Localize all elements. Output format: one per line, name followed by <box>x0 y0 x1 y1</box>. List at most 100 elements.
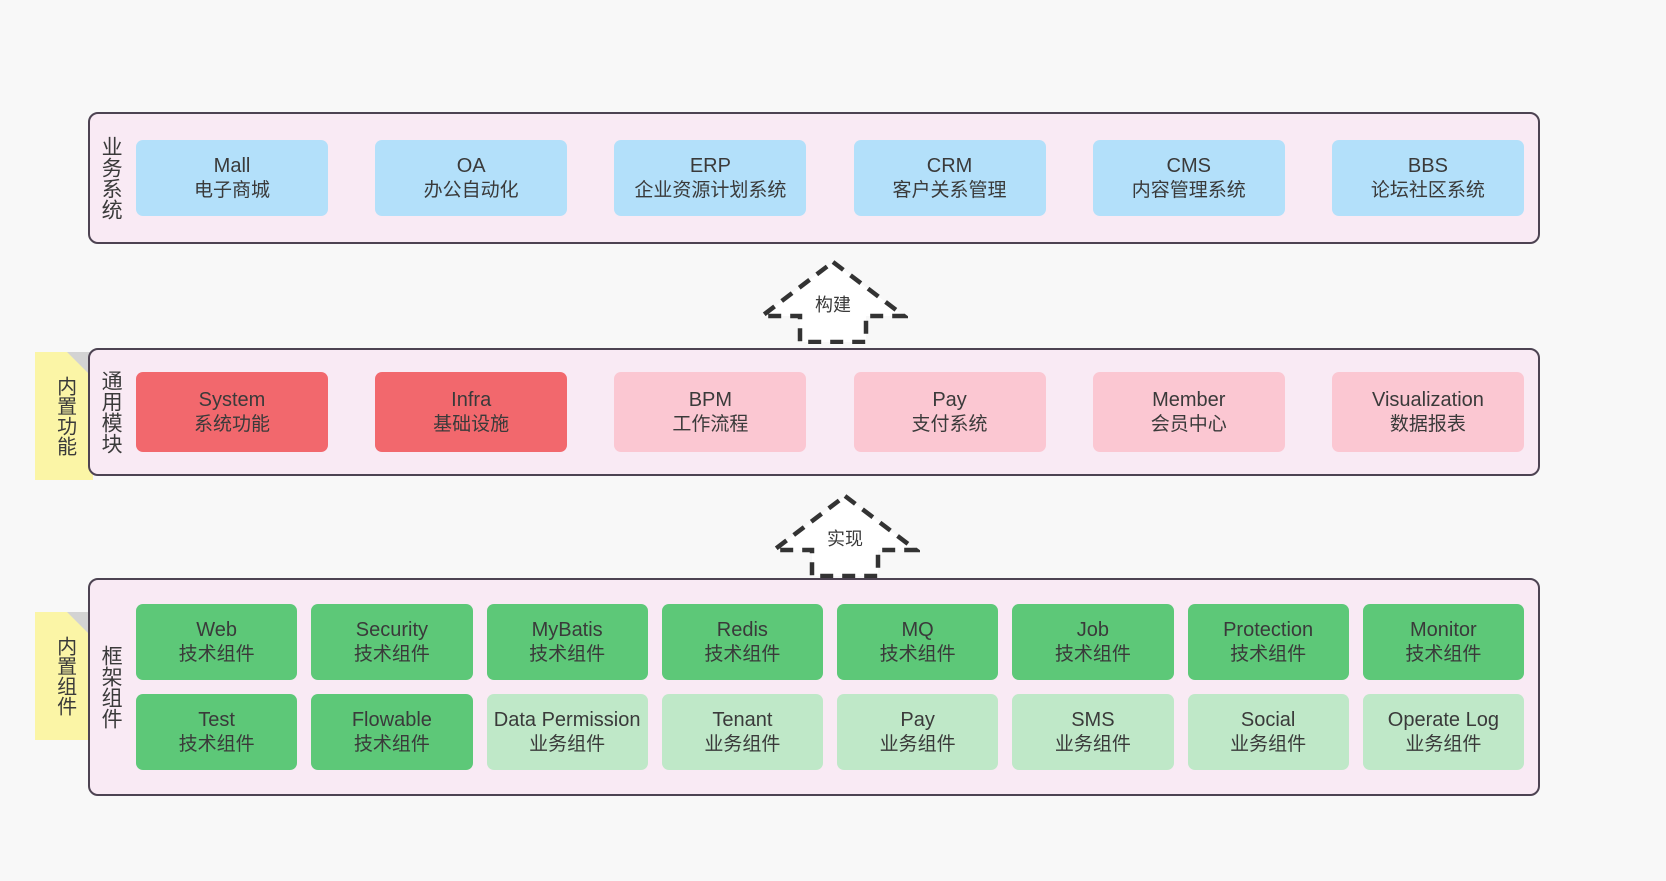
card-mybatis[interactable]: MyBatis 技术组件 <box>486 604 648 680</box>
arrow-build-icon <box>755 259 911 345</box>
card-system-name: System <box>198 389 266 412</box>
card-monitor-name: Monitor <box>1410 619 1477 642</box>
card-redis-name: Redis <box>716 619 768 642</box>
layer-business-title: 业务系统 <box>99 136 123 220</box>
card-system-desc: 系统功能 <box>193 413 270 435</box>
card-protection-name: Protection <box>1223 619 1314 642</box>
card-visualization-desc: 数据报表 <box>1389 413 1466 435</box>
layer-framework-cards: Web 技术组件 Security 技术组件 MyBatis 技术组件 Redi… <box>130 580 1538 794</box>
card-tenant-name: Tenant <box>712 709 773 732</box>
note-builtin-features: 内置功能 <box>35 352 93 480</box>
card-job-name: Job <box>1076 619 1109 642</box>
card-mybatis-desc: 技术组件 <box>529 643 606 665</box>
card-data-permission[interactable]: Data Permission 业务组件 <box>486 694 648 770</box>
arrow-implement-icon <box>767 493 923 579</box>
card-bpm-name: BPM <box>688 389 733 412</box>
card-mall[interactable]: Mall 电子商城 <box>136 140 328 216</box>
card-erp-name: ERP <box>689 155 731 178</box>
note-builtin-features-label: 内置功能 <box>53 376 76 456</box>
layer-framework-title: 框架组件 <box>99 645 123 729</box>
note-builtin-components: 内置组件 <box>35 612 93 740</box>
card-oa-desc: 办公自动化 <box>423 179 519 201</box>
card-flowable-name: Flowable <box>351 709 432 732</box>
card-security-desc: 技术组件 <box>353 643 430 665</box>
card-web[interactable]: Web 技术组件 <box>136 604 298 680</box>
card-data-permission-name: Data Permission <box>493 709 641 732</box>
card-security[interactable]: Security 技术组件 <box>311 604 473 680</box>
card-pay-component-desc: 业务组件 <box>879 733 956 755</box>
card-pay-module[interactable]: Pay 支付系统 <box>853 372 1046 452</box>
note-builtin-components-label: 内置组件 <box>53 636 76 716</box>
layer-framework-components: 框架组件 Web 技术组件 Security 技术组件 MyBatis 技术组件… <box>88 578 1540 796</box>
card-infra-name: Infra <box>451 389 492 412</box>
card-bbs[interactable]: BBS 论坛社区系统 <box>1331 140 1524 216</box>
card-pay-module-name: Pay <box>932 389 967 412</box>
card-pay-component[interactable]: Pay 业务组件 <box>837 694 999 770</box>
card-sms-name: SMS <box>1071 709 1115 732</box>
card-infra-desc: 基础设施 <box>433 413 510 435</box>
card-member[interactable]: Member 会员中心 <box>1092 372 1285 452</box>
card-visualization-name: Visualization <box>1371 389 1484 412</box>
card-bbs-desc: 论坛社区系统 <box>1370 179 1485 201</box>
card-mall-desc: 电子商城 <box>193 179 270 201</box>
card-social-name: Social <box>1240 709 1296 732</box>
layer-common-modules: 通用模块 System 系统功能 Infra 基础设施 BPM 工作流程 Pay… <box>88 348 1540 476</box>
card-mq-desc: 技术组件 <box>879 643 956 665</box>
card-cms-name: CMS <box>1166 155 1211 178</box>
card-cms[interactable]: CMS 内容管理系统 <box>1092 140 1285 216</box>
arrow-build-label: 构建 <box>815 295 851 315</box>
card-bpm-desc: 工作流程 <box>672 413 749 435</box>
card-visualization[interactable]: Visualization 数据报表 <box>1331 372 1524 452</box>
framework-grid: Web 技术组件 Security 技术组件 MyBatis 技术组件 Redi… <box>136 580 1524 794</box>
card-cms-desc: 内容管理系统 <box>1131 179 1246 201</box>
card-pay-component-name: Pay <box>900 709 935 732</box>
card-operate-log-name: Operate Log <box>1387 709 1499 732</box>
layer-business-cards: Mall 电子商城 OA 办公自动化 ERP 企业资源计划系统 CRM 客户关系… <box>130 114 1538 242</box>
card-mall-name: Mall <box>213 155 251 178</box>
card-crm-desc: 客户关系管理 <box>892 179 1007 201</box>
card-social[interactable]: Social 业务组件 <box>1187 694 1349 770</box>
card-test-name: Test <box>198 709 235 732</box>
card-job-desc: 技术组件 <box>1054 643 1131 665</box>
card-data-permission-desc: 业务组件 <box>529 733 606 755</box>
card-social-desc: 业务组件 <box>1230 733 1307 755</box>
card-operate-log-desc: 业务组件 <box>1405 733 1482 755</box>
card-protection-desc: 技术组件 <box>1230 643 1307 665</box>
card-test[interactable]: Test 技术组件 <box>136 694 298 770</box>
card-oa[interactable]: OA 办公自动化 <box>375 140 568 216</box>
card-mybatis-name: MyBatis <box>531 619 603 642</box>
card-monitor-desc: 技术组件 <box>1405 643 1482 665</box>
card-redis[interactable]: Redis 技术组件 <box>661 604 823 680</box>
card-tenant[interactable]: Tenant 业务组件 <box>661 694 823 770</box>
card-monitor[interactable]: Monitor 技术组件 <box>1362 604 1524 680</box>
card-system[interactable]: System 系统功能 <box>136 372 328 452</box>
card-web-name: Web <box>196 619 237 642</box>
card-pay-module-desc: 支付系统 <box>911 413 988 435</box>
card-member-name: Member <box>1152 389 1226 412</box>
card-operate-log[interactable]: Operate Log 业务组件 <box>1362 694 1524 770</box>
card-sms[interactable]: SMS 业务组件 <box>1012 694 1174 770</box>
card-infra[interactable]: Infra 基础设施 <box>375 372 568 452</box>
card-crm[interactable]: CRM 客户关系管理 <box>853 140 1046 216</box>
layer-modules-title: 通用模块 <box>99 370 123 454</box>
card-erp[interactable]: ERP 企业资源计划系统 <box>614 140 807 216</box>
card-security-name: Security <box>355 619 428 642</box>
card-oa-name: OA <box>456 155 486 178</box>
card-member-desc: 会员中心 <box>1150 413 1227 435</box>
card-job[interactable]: Job 技术组件 <box>1012 604 1174 680</box>
card-test-desc: 技术组件 <box>178 733 255 755</box>
card-erp-desc: 企业资源计划系统 <box>634 179 787 201</box>
card-crm-name: CRM <box>926 155 973 178</box>
arrow-implement-label: 实现 <box>827 529 863 549</box>
card-flowable[interactable]: Flowable 技术组件 <box>311 694 473 770</box>
arrow-implement: 实现 <box>767 492 923 579</box>
card-web-desc: 技术组件 <box>178 643 255 665</box>
card-mq[interactable]: MQ 技术组件 <box>837 604 999 680</box>
card-protection[interactable]: Protection 技术组件 <box>1187 604 1349 680</box>
layer-business-systems: 业务系统 Mall 电子商城 OA 办公自动化 ERP 企业资源计划系统 CRM… <box>88 112 1540 244</box>
card-flowable-desc: 技术组件 <box>353 733 430 755</box>
card-bpm[interactable]: BPM 工作流程 <box>614 372 807 452</box>
layer-modules-cards: System 系统功能 Infra 基础设施 BPM 工作流程 Pay 支付系统… <box>130 350 1538 474</box>
card-sms-desc: 业务组件 <box>1054 733 1131 755</box>
